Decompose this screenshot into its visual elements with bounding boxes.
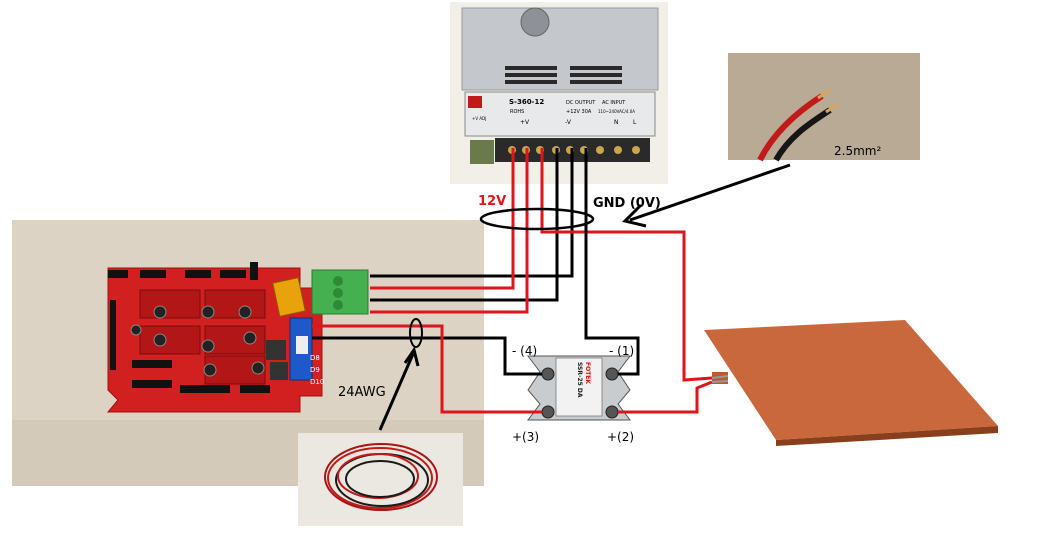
d9-label: D9 <box>310 366 320 374</box>
red-wire-heatbed <box>540 148 713 382</box>
bundle-ellipse-thick <box>479 207 595 231</box>
wires <box>312 148 729 414</box>
thin-wire-photo <box>298 433 463 526</box>
heatbed <box>704 320 998 446</box>
red-wire-ssr3 <box>312 324 542 414</box>
black-wire-1 <box>370 148 574 278</box>
psu-n: N <box>614 119 619 126</box>
red-wire-2 <box>370 148 529 314</box>
black-wire-ssr1 <box>584 148 640 376</box>
label-ssr-plus2: +(2) <box>607 430 634 444</box>
psu-dc-output: DC OUTPUT <box>566 100 596 106</box>
psu-plus-v: +V <box>520 119 530 126</box>
psu-ac-rating: 110~240VAC/4.0A <box>598 109 635 114</box>
red-wire-1 <box>370 148 515 290</box>
psu-l: L <box>633 119 637 126</box>
label-gnd: GND (0V) <box>593 196 661 211</box>
d10-label: D10 <box>310 378 324 386</box>
label-24awg: 24AWG <box>338 385 386 400</box>
ssr-brand: FOTEK <box>584 362 591 384</box>
bundle-ellipse-thin <box>409 318 423 348</box>
solid-state-relay: FOTEK SSR-25 DA <box>527 355 631 421</box>
label-ssr-plus3: +(3) <box>512 430 539 444</box>
psu-rating: +12V 30A <box>566 109 592 115</box>
wire-gauge-label: 2.5mm² <box>834 144 881 158</box>
power-supply-photo: S-360-12 DC OUTPUT AC INPUT ROHS +12V 30… <box>450 2 668 184</box>
arrow-thick-wire <box>629 163 791 222</box>
annotations: 12V GND (0V) 24AWG - (4) - (1) +(3) +(2) <box>338 163 791 444</box>
psu-rohs: ROHS <box>510 109 524 115</box>
d8-label: D8 <box>310 354 320 362</box>
black-wire-ssr4 <box>312 336 542 376</box>
black-wire-2 <box>370 148 559 302</box>
thick-wire-photo: 2.5mm² <box>728 53 920 162</box>
arrow-thick-wire-head <box>622 203 647 228</box>
psu-model: S-360-12 <box>509 98 544 106</box>
label-12v: 12V <box>478 194 506 209</box>
psu-minus-v: -V <box>565 119 572 126</box>
label-ssr-minus4: - (4) <box>512 344 537 358</box>
psu-adj: +V ADJ <box>472 116 486 121</box>
ssr-model: SSR-25 DA <box>576 362 583 398</box>
psu-ac-input: AC INPUT <box>602 100 626 106</box>
label-ssr-minus1: - (1) <box>609 344 634 358</box>
arrow-thin-wire <box>378 353 415 431</box>
arrow-thin-wire-head <box>403 346 420 367</box>
red-wire-ssr2 <box>618 380 713 414</box>
